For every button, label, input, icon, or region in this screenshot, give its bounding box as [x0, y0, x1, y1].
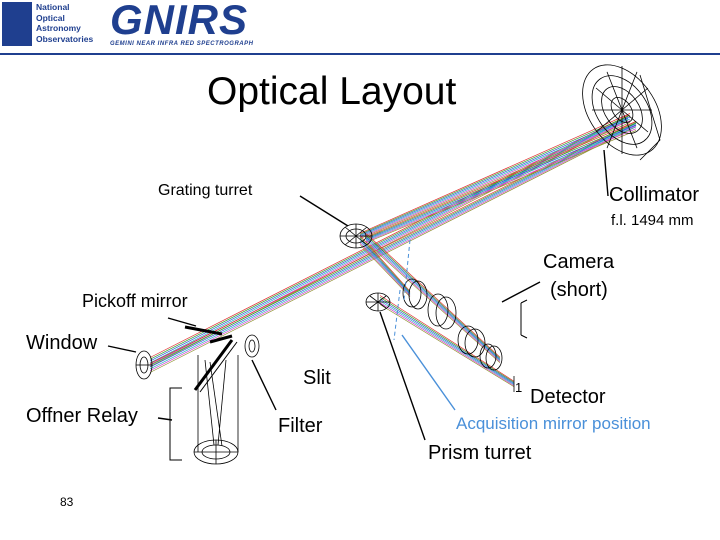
- noao-wordmark: National Optical Astronomy Observatories: [36, 2, 93, 44]
- ray-line: [365, 235, 501, 359]
- ray-line: [365, 236, 501, 360]
- slit-label: Slit: [303, 367, 331, 389]
- brackets: [169, 299, 528, 461]
- acquisition-mirror-outline: [393, 239, 411, 341]
- pickoff-mirror-label: Pickoff mirror: [82, 291, 188, 311]
- ray-line: [149, 123, 637, 368]
- collimator-spoke: [606, 109, 623, 149]
- ray-line: [359, 116, 631, 236]
- collimator-spoke: [621, 87, 649, 111]
- ray-line: [359, 240, 411, 295]
- filter-label: Filter: [278, 415, 323, 437]
- ray-line: [365, 126, 637, 241]
- ray-line: [379, 302, 515, 386]
- ray-line: [359, 244, 411, 297]
- prism-turret-label: Prism turret: [428, 442, 532, 464]
- ray-line: [149, 117, 629, 362]
- ray-line: [149, 125, 637, 372]
- gnirs-logo: GNIRS: [110, 0, 249, 43]
- detector-label: Detector: [530, 386, 606, 408]
- org-line: National: [36, 2, 70, 12]
- ray-line: [359, 122, 631, 240]
- collimator-spoke: [595, 87, 623, 111]
- ray-line: [149, 124, 637, 370]
- pickoff-mirror: [184, 325, 233, 344]
- ray-line: [365, 124, 637, 240]
- ray-line: [149, 120, 637, 364]
- ray-line: [379, 304, 515, 387]
- filter-wheel: [193, 339, 238, 393]
- ray-line: [365, 121, 637, 238]
- collimator-spoke: [621, 109, 649, 133]
- org-line: Optical: [36, 12, 65, 23]
- camera-label: Camera: [543, 251, 615, 273]
- noao-logo: [2, 2, 32, 46]
- header-rule: [0, 53, 720, 55]
- ray-line: [379, 300, 515, 385]
- ray-line: [149, 126, 637, 373]
- grating-turret-label: Grating turret: [158, 182, 253, 199]
- ray-line: [359, 118, 631, 237]
- camera-short-label: (short): [550, 279, 608, 301]
- collimator-spoke: [606, 71, 623, 111]
- ray-line: [149, 114, 629, 358]
- collimator-spoke: [595, 109, 623, 133]
- camera-lenses: [402, 278, 503, 371]
- collimator-mirror: [582, 64, 662, 161]
- ray-line: [359, 120, 631, 238]
- leader-lines: [107, 149, 609, 441]
- detector-marker: 1: [515, 380, 523, 395]
- collimator-focal-length-label: f.l. 1494 mm: [611, 212, 694, 229]
- ray-line: [359, 242, 411, 296]
- ray-line: [365, 130, 637, 244]
- page-number: 83: [60, 495, 74, 509]
- collimator-spoke: [621, 109, 638, 149]
- window-label: Window: [26, 332, 98, 354]
- grating-turret: [339, 223, 373, 249]
- ray-line: [379, 297, 515, 383]
- gnirs-subtitle: GEMINI NEAR INFRA RED SPECTROGRAPH: [110, 41, 254, 47]
- ray-line: [365, 122, 637, 239]
- ray-line: [359, 238, 411, 294]
- offner-relay: [193, 355, 239, 465]
- prism-turret: [365, 292, 391, 312]
- org-line: Observatories: [36, 33, 94, 44]
- ray-line: [149, 118, 629, 364]
- collimator-spoke: [621, 71, 638, 111]
- slide-title: Optical Layout: [207, 70, 457, 113]
- offner-relay-label: Offner Relay: [26, 405, 138, 427]
- ray-line: [359, 237, 411, 293]
- ray-line: [359, 113, 631, 234]
- acquisition-mirror-label: Acquisition mirror position: [456, 414, 651, 433]
- ray-line: [365, 128, 637, 242]
- org-line: Astronomy: [36, 23, 81, 33]
- slit-assembly: [244, 334, 260, 358]
- acquisition-leader: [401, 334, 456, 411]
- ray-line: [149, 116, 629, 360]
- collimator-label: Collimator: [609, 184, 700, 206]
- window: [135, 350, 153, 380]
- ray-line: [359, 114, 631, 235]
